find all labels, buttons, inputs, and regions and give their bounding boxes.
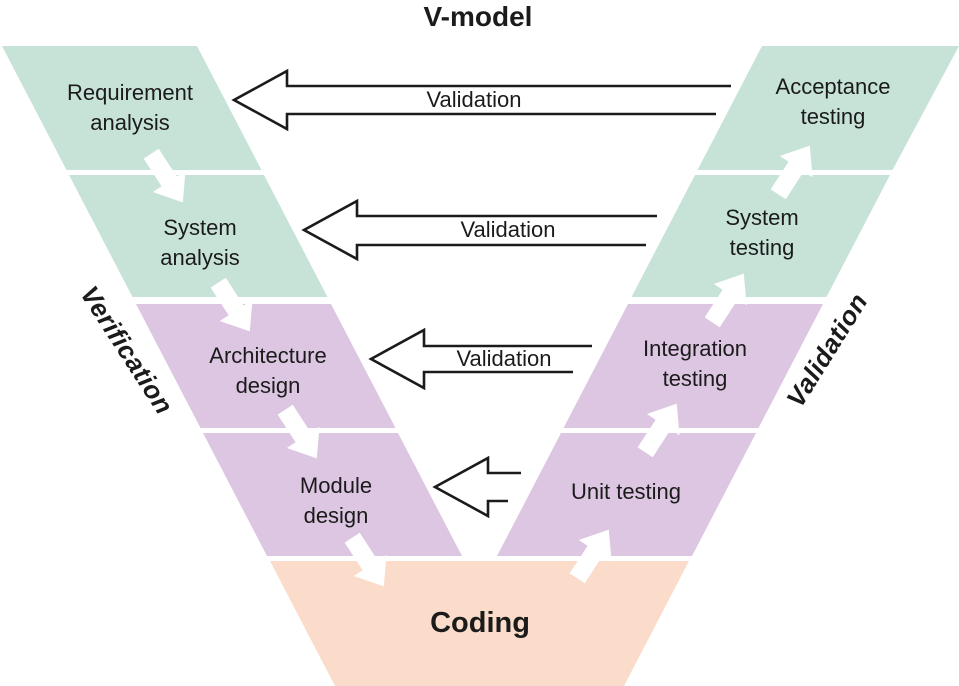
flow-down-arrow-1-icon (143, 148, 186, 203)
validation-arrow-label-2: Validation (460, 217, 556, 242)
stage-shape-system-analysis (69, 175, 328, 297)
stage-label-acceptance-testing: Acceptance testing (775, 74, 891, 129)
flow-up-arrow-4-icon (770, 145, 813, 200)
validation-arrow-label-1: Validation (426, 87, 522, 112)
validation-arrow-3-icon (368, 327, 592, 391)
stage-label-system-testing: System testing (725, 205, 799, 260)
diagram-title: V-model (423, 1, 533, 32)
stage-shape-architecture-design (136, 304, 396, 428)
stage-label-integration-testing: Integration testing (643, 336, 747, 391)
validation-arrow-2-icon (301, 198, 657, 262)
flow-down-arrow-4-icon (344, 532, 387, 587)
stage-shape-requirement-analysis (2, 46, 262, 170)
stage-label-coding: Coding (430, 607, 530, 639)
stage-shape-acceptance-testing (697, 46, 959, 170)
flow-down-arrow-3-icon (277, 404, 320, 459)
stage-label-architecture-design: Architecture design (209, 343, 327, 398)
flow-up-arrow-2-icon (637, 403, 680, 458)
flow-up-arrow-3-icon (704, 273, 747, 328)
stage-shape-integration-testing (563, 304, 823, 428)
validation-arrow-4-icon (432, 455, 521, 519)
validation-arrow-label-3: Validation (456, 346, 552, 371)
stage-shape-system-testing (631, 175, 890, 297)
stage-shape-module-design (203, 433, 462, 556)
validation-arrow-1-icon (231, 68, 731, 132)
flow-arrows (143, 145, 813, 587)
stage-label-requirement-analysis: Requirement analysis (67, 80, 193, 135)
flow-down-arrow-2-icon (210, 277, 253, 332)
stage-label-system-analysis: System analysis (160, 215, 240, 270)
flow-up-arrow-1-icon (569, 529, 612, 584)
stage-label-module-design: Module design (299, 473, 373, 528)
stage-shape-unit-testing (497, 433, 756, 556)
stage-label-unit-testing: Unit testing (570, 479, 682, 504)
stage-shape-coding (270, 561, 689, 686)
